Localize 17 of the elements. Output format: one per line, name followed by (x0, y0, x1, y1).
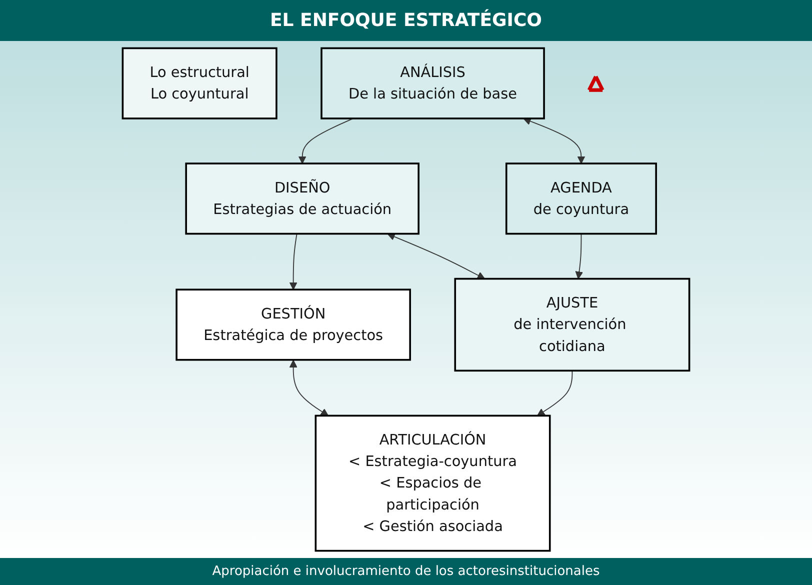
node-box: DISEÑO Estrategias de actuación (185, 162, 420, 235)
node-box: AJUSTE de intervención cotidiana (454, 278, 690, 372)
arrow (537, 370, 573, 416)
arrow (289, 360, 329, 416)
arrow (575, 233, 584, 280)
arrow (387, 232, 486, 280)
node-box: GESTIÓN Estratégica de proyectos (176, 288, 411, 361)
node-triangle (587, 74, 604, 92)
node-box: ANÁLISIS De la situación de base (320, 47, 545, 120)
arrow (289, 233, 298, 290)
arrow (523, 117, 586, 164)
node-box: ARTICULACIÓN < Estrategia-coyuntura < Espacios de participación < Gestión asociada (314, 414, 551, 552)
node-box: Lo estructural Lo coyuntural (122, 47, 278, 120)
node-box: AGENDA de coyuntura (505, 162, 657, 235)
arrow (298, 118, 354, 164)
caption-banner: Apropiación e involucramiento de los actoresinstitucionales (0, 558, 812, 585)
title-banner: EL ENFOQUE ESTRATÉGICO (0, 0, 812, 41)
